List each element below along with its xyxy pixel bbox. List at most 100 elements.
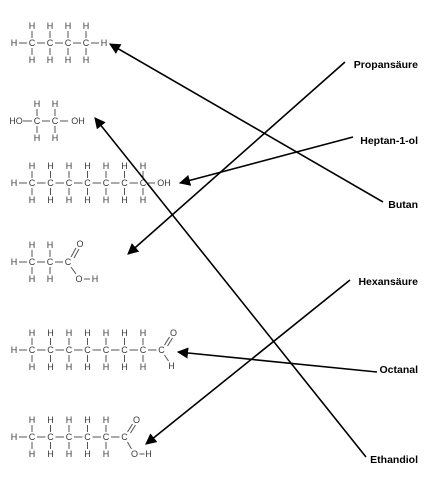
hydrogen-atom: H — [103, 161, 110, 171]
hydrogen-atom: H — [47, 21, 54, 31]
label-hexans-ure: Hexansäure — [358, 276, 418, 288]
carbon-atom: C — [65, 257, 72, 267]
carbon-atom: C — [29, 345, 36, 355]
hydrogen-atom: H — [47, 362, 54, 372]
carbon-atom: C — [66, 432, 73, 442]
hydrogen-atom: H — [140, 362, 147, 372]
bond-line — [164, 336, 170, 346]
hydrogen-atom: H — [47, 161, 54, 171]
hydrogen-atom: H — [83, 21, 90, 31]
label-ethandiol: Ethandiol — [370, 454, 418, 466]
oxygen-atom: O — [76, 239, 83, 249]
carbon-atom: C — [52, 116, 59, 126]
bond-line — [167, 337, 173, 347]
hydrogen-atom: H — [66, 362, 73, 372]
hydrogen-atom: H — [84, 161, 91, 171]
carbon-atom: C — [121, 178, 128, 188]
hydrogen-atom: H — [103, 362, 110, 372]
hydrogen-atom: H — [140, 328, 147, 338]
hydroxyl-group: HO — [9, 116, 23, 126]
hydrogen-atom: H — [11, 257, 18, 267]
carbon-atom: C — [158, 345, 165, 355]
hydrogen-atom: H — [29, 55, 36, 65]
oxygen-atom: O — [170, 328, 177, 338]
carbon-atom: C — [103, 178, 110, 188]
hydrogen-atom: H — [66, 328, 73, 338]
carbon-atom: C — [47, 38, 54, 48]
carbon-atom: C — [47, 257, 54, 267]
carbon-atom: C — [66, 345, 73, 355]
hydrogen-atom: H — [84, 415, 91, 425]
compound-names: PropansäureHeptan-1-olButanHexansäureOct… — [354, 59, 418, 466]
carbon-atom: C — [47, 345, 54, 355]
arrow-butan — [109, 43, 384, 203]
arrow-heptan-1-ol — [178, 136, 354, 186]
hydrogen-atom: H — [140, 161, 147, 171]
hydrogen-atom: H — [29, 21, 36, 31]
hydrogen-atom: H — [47, 274, 54, 284]
hydrogen-atom: H — [83, 55, 90, 65]
carbon-atom: C — [84, 345, 91, 355]
carbon-atom: C — [29, 257, 36, 267]
hydrogen-atom: H — [29, 328, 36, 338]
bond-line — [70, 266, 77, 275]
carbon-atom: C — [65, 38, 72, 48]
hydrogen-atom: H — [84, 449, 91, 459]
carbon-atom: C — [47, 178, 54, 188]
carbon-atom: C — [83, 38, 90, 48]
hydrogen-atom: H — [11, 345, 18, 355]
label-propans-ure: Propansäure — [354, 59, 418, 71]
connection-arrows — [94, 43, 384, 458]
carbon-atom: C — [47, 432, 54, 442]
oxygen-atom: O — [133, 415, 140, 425]
hydrogen-atom: H — [103, 415, 110, 425]
hydrogen-atom: H — [47, 415, 54, 425]
hydrogen-atom: H — [11, 178, 18, 188]
hydrogen-atom: H — [121, 362, 128, 372]
hydrogen-atom: H — [29, 240, 36, 250]
carbon-atom: C — [121, 432, 128, 442]
hydrogen-atom: H — [92, 274, 99, 284]
hydrogen-atom: H — [29, 195, 36, 205]
carbon-atom: C — [103, 345, 110, 355]
hydrogen-atom: H — [84, 328, 91, 338]
carbon-atom: C — [29, 432, 36, 442]
hydrogen-atom: H — [101, 38, 108, 48]
label-heptan-1-ol: Heptan-1-ol — [360, 135, 418, 147]
hydrogen-atom: H — [47, 240, 54, 250]
hydrogen-atom: H — [121, 161, 128, 171]
carbon-atom: C — [84, 178, 91, 188]
hydrogen-atom: H — [66, 415, 73, 425]
hydrogen-atom: H — [29, 362, 36, 372]
hydrogen-atom: H — [47, 55, 54, 65]
hydrogen-atom: H — [168, 361, 175, 371]
carbon-atom: C — [29, 178, 36, 188]
carbon-atom: C — [66, 178, 73, 188]
bond-line — [164, 354, 169, 362]
hydrogen-atom: H — [66, 161, 73, 171]
hydrogen-atom: H — [11, 38, 18, 48]
carbon-atom: C — [140, 178, 147, 188]
hydrogen-atom: H — [34, 133, 41, 143]
hydrogen-atom: H — [103, 449, 110, 459]
arrow-octanal — [176, 347, 378, 373]
bond-line — [130, 424, 136, 434]
hydroxyl-group: OH — [157, 178, 171, 188]
hydrogen-atom: H — [47, 449, 54, 459]
hydrogen-atom: H — [84, 362, 91, 372]
hydrogen-atom: H — [29, 415, 36, 425]
hydrogen-atom: H — [140, 195, 147, 205]
carbon-atom: C — [103, 432, 110, 442]
hydrogen-atom: H — [103, 328, 110, 338]
bond-line — [73, 248, 80, 259]
hydrogen-atom: H — [66, 195, 73, 205]
hydrogen-atom: H — [66, 449, 73, 459]
arrow-ethandiol — [94, 117, 367, 458]
